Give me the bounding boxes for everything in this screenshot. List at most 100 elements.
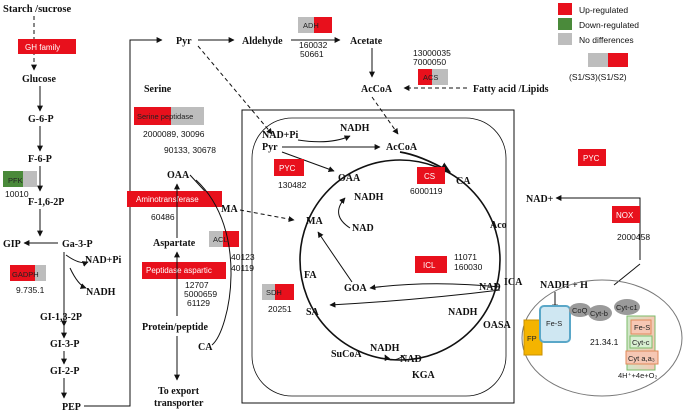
id-acl-1: 40123 [231, 252, 255, 262]
id-cs: 6000119 [410, 186, 443, 196]
metabolite-nadh-c3: NADH [370, 343, 400, 354]
arrow-nad-nadh-c1 [338, 197, 351, 229]
etc-h2o-label: 4H⁺+4e+O₂ [618, 371, 657, 380]
metabolite-nadpi-left: NAD+Pi [85, 255, 121, 266]
metabolite-aco: Aco [490, 220, 507, 231]
enzyme-pyc-out: PYC [583, 154, 600, 163]
metabolite-gip: GIP [3, 239, 21, 250]
legend-sample-label: (S1/S3)(S1/S2) [569, 72, 627, 82]
metabolite-nad-c1: NAD [352, 223, 374, 234]
id-pepasp-1: 12707 [185, 280, 209, 290]
legend: Up-regulated Down-regulated No differenc… [558, 3, 639, 82]
enzyme-adh: ADH [303, 21, 319, 30]
id-sdh: 20251 [268, 304, 292, 314]
enzyme-pfk-box-a [3, 171, 23, 187]
enzyme-acl: ACL [213, 235, 228, 244]
enzyme-pfk-box-b [23, 171, 37, 187]
enzyme-pepasp: Peptidase aspartic [146, 266, 212, 275]
metabolite-pyr-in: Pyr [262, 142, 278, 153]
enzyme-acs-box-a [418, 69, 432, 85]
metabolite-nadh-in: NADH [340, 123, 370, 134]
id-serpep-1: 2000089, 30096 [143, 129, 205, 139]
enzyme-cs-box-a [417, 167, 431, 184]
etc-cytaa3-label: Cyt a,a₃ [628, 354, 655, 363]
enzyme-amino-box-b [187, 191, 222, 207]
id-adh-2: 50661 [300, 49, 324, 59]
metabolite-kga: KGA [412, 370, 436, 381]
metabolite-f6p: F-6-P [28, 154, 52, 165]
metabolite-oasa: OASA [483, 320, 512, 331]
metabolite-nadplus: NAD+ [526, 194, 554, 205]
etc-cytb [588, 305, 612, 321]
enzyme-icl-box-a [415, 256, 431, 273]
etc-fes2 [630, 319, 652, 335]
metabolite-nadh-left: NADH [86, 287, 116, 298]
link-h-nox [613, 263, 641, 286]
metabolite-acoa-top: AcCoA [361, 84, 393, 95]
etc-coq-label: CoQ [572, 306, 588, 315]
metabolite-nadpi-in: NAD+Pi [262, 130, 298, 141]
enzyme-sdh-box-a [262, 284, 275, 300]
enzyme-adh-box-a [298, 17, 314, 33]
arc-oaa-ca [195, 179, 232, 346]
id-pfk: 10010 [5, 189, 29, 199]
metabolite-gi13: GI-1,3-2P [40, 312, 82, 323]
legend-sample-s1s3 [588, 53, 608, 67]
metabolite-ca-c: CA [456, 176, 471, 187]
id-pepasp-3: 61129 [187, 298, 210, 308]
metabolite-gi3p: GI-3-P [50, 339, 79, 350]
metabolite-starch: Starch /sucrose [3, 4, 71, 15]
etc-cytb-label: Cyt-b [590, 309, 608, 318]
metabolite-ca-bottom: CA [198, 342, 213, 353]
etc-cytc [629, 335, 653, 349]
arrow-acoa-ca [399, 151, 451, 173]
enzyme-cs-box-b [431, 167, 445, 184]
id-icl-1: 11071 [454, 252, 477, 262]
id-serpep-2: 90133, 30678 [164, 145, 216, 155]
arrow-ica-sa [329, 289, 501, 308]
metabolite-oaa-c: OAA [338, 173, 361, 184]
metabolite-gi2p: GI-2-P [50, 366, 79, 377]
arrow-nad-nadh-c3 [384, 354, 406, 362]
metabolite-nadh-c2: NADH [448, 307, 478, 318]
id-pyc: 130482 [278, 180, 307, 190]
metabolite-g6p: G-6-P [28, 114, 54, 125]
metabolite-nadh-c1: NADH [354, 192, 384, 203]
id-acl-2: 40119 [231, 263, 254, 273]
arrow-ica-goa [369, 283, 501, 291]
id-gadph: 9.735.1 [16, 285, 45, 295]
etc-fp-label: FP [527, 334, 537, 343]
id-pepasp-2: 5000659 [184, 289, 217, 299]
metabolite-transporter: transporter [154, 398, 204, 409]
legend-nodiff-swatch [558, 33, 572, 45]
etc-coq [569, 303, 591, 317]
etc-cytaa3 [625, 350, 659, 365]
enzyme-acs-box-b [432, 69, 448, 85]
enzyme-nox-box-a [612, 206, 626, 223]
id-etc: 21.34.1 [590, 337, 619, 347]
metabolite-pyr-top: Pyr [176, 36, 192, 47]
etc-cytc1 [614, 299, 640, 315]
enzyme-nox: NOX [616, 211, 634, 220]
mitochondrion-inner [251, 117, 507, 397]
metabolite-ga3p: Ga-3-P [62, 239, 93, 250]
etc-membrane [521, 279, 683, 397]
arrow-acoa-inner [371, 96, 399, 135]
enzyme-acl-box-a [209, 231, 223, 247]
etc-cytc-label: Cyt-c [632, 338, 650, 347]
enzyme-pyc-out-box-a [578, 149, 592, 166]
metabolite-aldehyde: Aldehyde [242, 36, 283, 47]
legend-up-swatch [558, 3, 572, 15]
legend-nodiff-label: No differences [579, 35, 634, 45]
enzyme-gadph: GADPH [12, 270, 39, 279]
id-acs-1: 13000035 [413, 48, 451, 58]
legend-up-label: Up-regulated [579, 5, 628, 15]
etc-fes1 [539, 305, 571, 343]
enzyme-pfk: PFK [8, 176, 23, 185]
legend-down-label: Down-regulated [579, 20, 639, 30]
metabolite-nad-c3: NAD [400, 354, 422, 365]
metabolite-aspartate: Aspartate [153, 238, 196, 249]
metabolite-acetate: Acetate [350, 36, 383, 47]
metabolite-goa: GOA [344, 283, 368, 294]
